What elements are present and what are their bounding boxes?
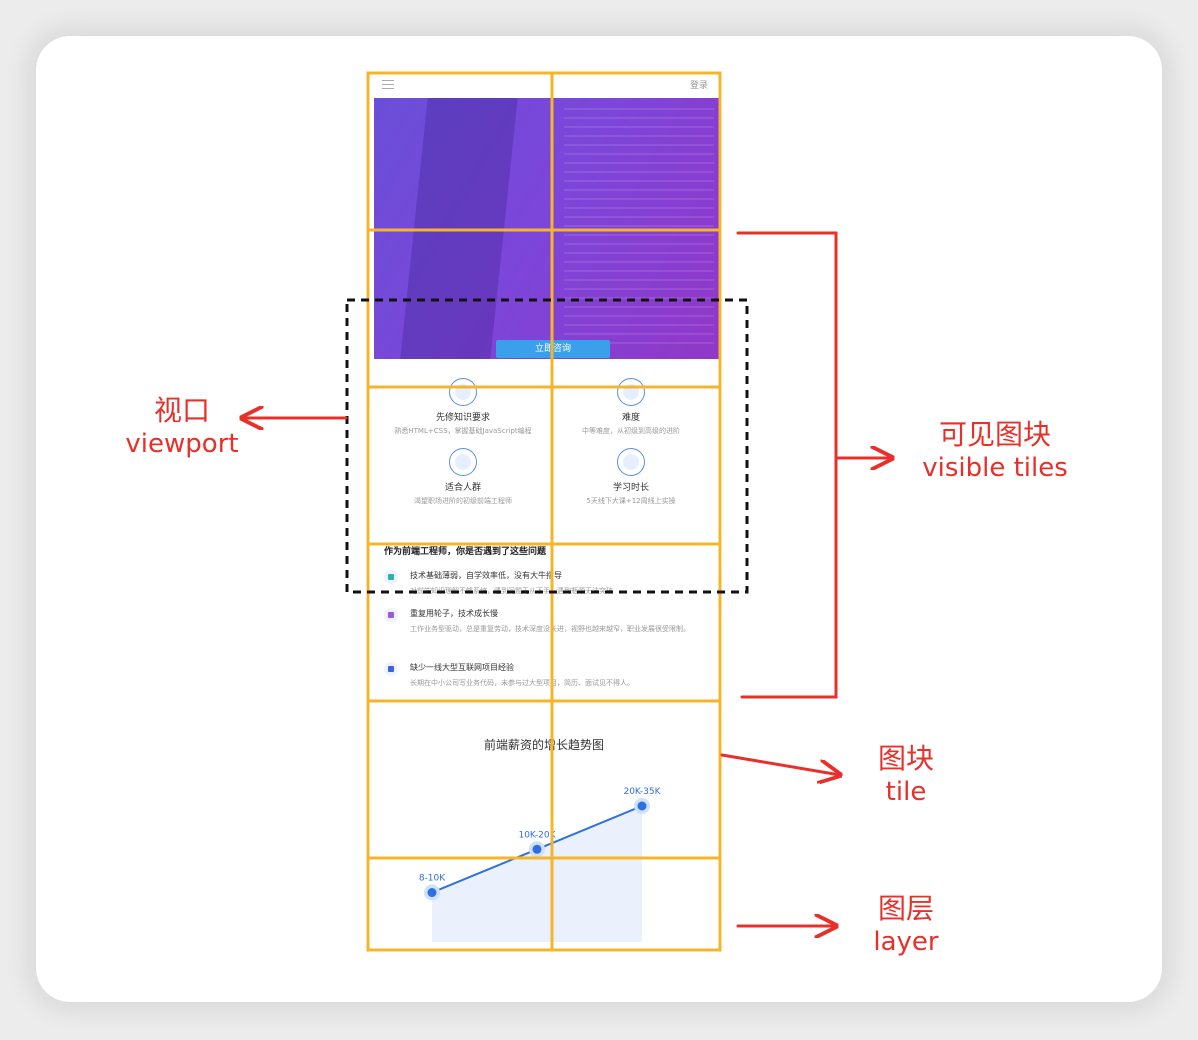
- star-icon: [384, 662, 398, 676]
- tile-grid: [366, 71, 722, 952]
- people-icon: [449, 448, 477, 476]
- chart-point-label: 10K-20K: [518, 830, 556, 840]
- visible-tiles-label: 可见图块 visible tiles: [900, 418, 1090, 484]
- chart-title: 前端薪资的增长趋势图: [483, 738, 604, 752]
- layer-label-zh: 图层: [877, 892, 934, 925]
- annotation-arrows: [242, 231, 892, 926]
- feature-title: 适合人群: [444, 483, 481, 493]
- problem-desc: 工作业务型驱动，总是重复劳动，技术深度没长进，视野也越来越窄，职业发展很受限制。: [410, 625, 690, 633]
- tile-label-zh: 图块: [877, 742, 934, 775]
- problem-title: 重复用轮子，技术成长慢: [410, 609, 498, 618]
- tile-label-en: tile: [885, 777, 927, 807]
- viewport-label: 视口 viewport: [118, 394, 246, 460]
- banner-code-texture: [564, 108, 714, 348]
- problem-title: 缺少一线大型互联网项目经验: [410, 663, 514, 672]
- visible-tiles-label-zh: 可见图块: [938, 418, 1051, 451]
- feature-desc: 渴望职场进阶的初级前端工程师: [414, 497, 512, 505]
- viewport-label-en: viewport: [125, 429, 239, 459]
- top-bar: 登录: [368, 72, 720, 98]
- problem-heading: 作为前端工程师，你是否遇到了这些问题: [384, 547, 547, 557]
- menu-icon[interactable]: [382, 80, 394, 90]
- tile-arrow: [720, 753, 840, 775]
- feature-audience: 适合人群 渴望职场进阶的初级前端工程师: [378, 448, 548, 506]
- feature-desc: 熟悉HTML+CSS，掌握基础JavaScript编程: [394, 427, 532, 435]
- feature-title: 学习时长: [612, 483, 649, 493]
- feature-desc: 中等难度，从初级到高级的进阶: [582, 427, 680, 435]
- viewport-outline: [345, 298, 749, 594]
- feature-title: 先修知识要求: [435, 413, 490, 423]
- feature-title: 难度: [621, 413, 640, 423]
- chart-area: [432, 806, 642, 942]
- layer-label: 图层 layer: [856, 892, 956, 958]
- person-icon: [384, 570, 398, 584]
- document-icon: [384, 608, 398, 622]
- layer-label-en: layer: [873, 927, 939, 957]
- chart-point: [427, 888, 437, 898]
- chart-point-label: 8-10K: [419, 874, 446, 884]
- visible-tiles-bracket: [736, 231, 838, 699]
- problem-desc: 长期在中小公司写业务代码，未参与过大型项目，简历、面试见不得人。: [410, 679, 634, 687]
- feature-duration: 学习时长 5天线下大课+12周线上实操: [546, 448, 716, 506]
- chart-point: [532, 844, 542, 854]
- salary-chart: 8-10K 10K-20K 20K-35K: [419, 787, 662, 942]
- problem-title: 技术基础薄弱，自学效率低，没有大牛指导: [410, 571, 562, 580]
- layer-outline: [366, 71, 722, 952]
- viewport-label-zh: 视口: [153, 394, 210, 427]
- visible-tiles-label-en: visible tiles: [922, 453, 1068, 483]
- feature-desc: 5天线下大课+12周线上实操: [586, 497, 676, 505]
- chart-point-label: 20K-35K: [623, 787, 661, 797]
- tile-label: 图块 tile: [858, 742, 954, 808]
- login-link[interactable]: 登录: [689, 81, 708, 91]
- chart-point: [637, 801, 647, 811]
- calendar-icon: [617, 448, 645, 476]
